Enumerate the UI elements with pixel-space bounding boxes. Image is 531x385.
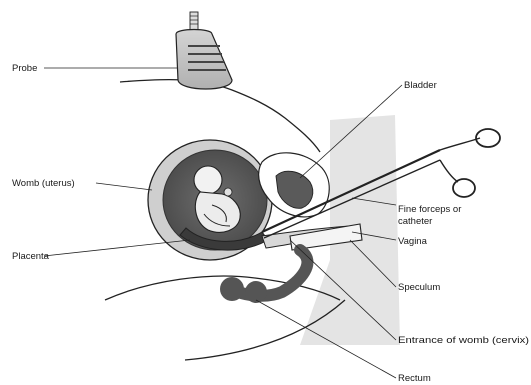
probe-label: Probe [12,63,37,74]
cervix-label: Entrance of womb (cervix) [398,335,529,346]
vagina-label: Vagina [398,236,428,247]
forceps-lower-ring [453,179,475,197]
forceps-label-line2: catheter [398,216,432,227]
ultrasound-probe [176,12,232,89]
placenta-label: Placenta [12,251,50,262]
rectum-bulge-1 [220,277,244,301]
forceps-label-line1: Fine forceps or [398,204,461,215]
placenta-leader [44,240,190,256]
womb-leader [96,183,152,190]
rectum-label: Rectum [398,373,431,384]
forceps-upper-arm [440,138,480,150]
speculum-label: Speculum [398,282,440,293]
bladder-label: Bladder [404,80,437,91]
rectum-bulge-2 [245,281,267,303]
womb-label: Womb (uterus) [12,178,75,189]
forceps-lower-arm [440,160,458,182]
